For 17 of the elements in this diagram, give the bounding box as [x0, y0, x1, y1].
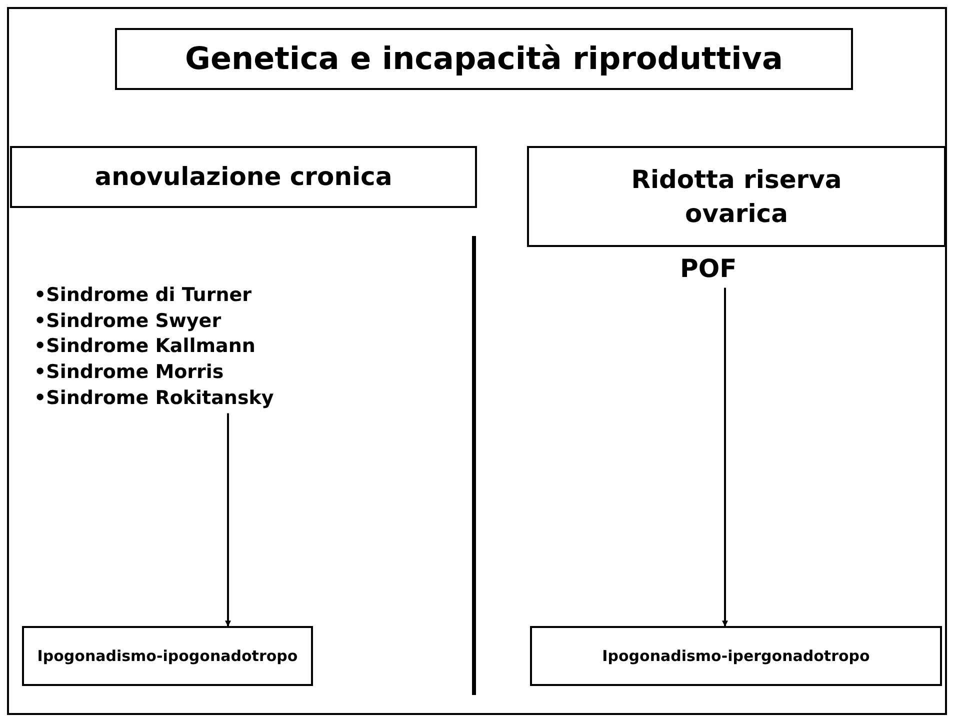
arrow — [722, 288, 728, 627]
list-item: •Sindrome Rokitansky — [34, 386, 274, 411]
box-label: Ipogonadismo-ipergonadotropo — [602, 646, 870, 666]
label-box — [10, 146, 477, 208]
label-box — [22, 626, 313, 686]
list-item: •Sindrome Kallmann — [34, 334, 256, 360]
title-box: Genetica e incapacità riproduttiva — [115, 28, 853, 90]
box-label: anovulazione cronica — [94, 161, 392, 194]
label-box — [530, 626, 942, 686]
box-label: Ridotta riserva ovarica — [630, 164, 843, 230]
node-label: POF — [680, 253, 737, 285]
arrow — [225, 413, 231, 627]
list-item: •Sindrome Swyer — [34, 308, 222, 334]
list-item: •Sindrome Morris — [34, 360, 224, 385]
label-box — [527, 146, 946, 247]
list-item: •Sindrome di Turner — [34, 283, 252, 308]
box-label: Ipogonadismo-ipogonadotropo — [37, 646, 298, 666]
